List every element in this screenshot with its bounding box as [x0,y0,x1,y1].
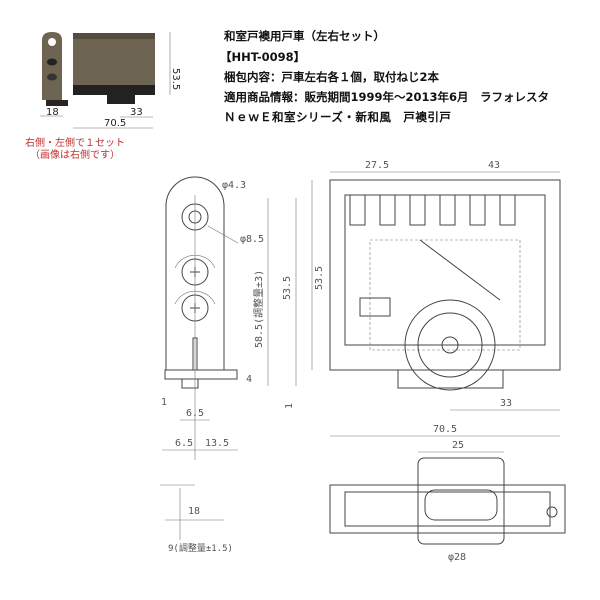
photo-dim-width: 70.5 [104,118,126,129]
dim-right: 13.5 [205,438,229,449]
dim-wheel-offset: 33 [500,398,512,409]
photo-caption-2: （画像は右側です） [30,150,120,161]
product-code: 【HHT-0098】 [220,50,306,64]
photo-dim-side: 18 [46,107,59,118]
front-view: 27.5 43 53.5 1 33 70.5 [284,160,561,437]
product-photo: 53.5 18 33 70.5 [40,32,181,129]
dim-wheel-dia: φ28 [448,552,466,563]
dim-front-right: 43 [488,160,500,171]
dim-width-side: 18 [188,506,200,517]
dim-front-gap: 1 [284,403,295,409]
product-title: 和室戸襖用戸車（左右セット） [224,29,385,43]
dim-gap-side: 1 [161,397,167,408]
dim-inner: 6.5 [186,408,204,419]
photo-caption-1: 右側・左側で１セット [25,138,125,149]
dim-hole-large: φ8.5 [240,234,264,245]
photo-dim-offset: 33 [130,107,143,118]
dim-front-width: 70.5 [433,424,457,435]
dim-adjust-side: 9(調整量±1.5) [168,542,233,554]
product-series: ＮｅｗＥ和室シリーズ・新和風 戸襖引戸 [224,110,452,124]
bottom-view: 25 φ28 [329,440,566,563]
photo-side-part [42,32,62,100]
dim-height-side: 53.5 [282,276,293,300]
dim-hole-small: φ4.3 [222,180,246,191]
dim-flange: 4 [246,374,252,385]
applicable-products: 適用商品情報：販売期間1999年～2013年6月 ラフォレスタ [224,90,550,104]
package-contents: 梱包内容：戸車左右各１個，取付ねじ2本 [224,70,439,84]
dim-front-height: 53.5 [314,266,325,290]
dim-wheel-width: 25 [452,440,464,451]
dim-front-left: 27.5 [365,160,389,171]
dim-left: 6.5 [175,438,193,449]
dim-adjust-height: 58.5(調整量±3) [252,270,265,348]
photo-dim-height: 53.5 [170,68,181,90]
photo-front-part [73,33,155,85]
side-view: φ4.3 φ8.5 58.5(調整量±3) 53.5 4 1 6.5 6.5 1… [160,176,297,554]
